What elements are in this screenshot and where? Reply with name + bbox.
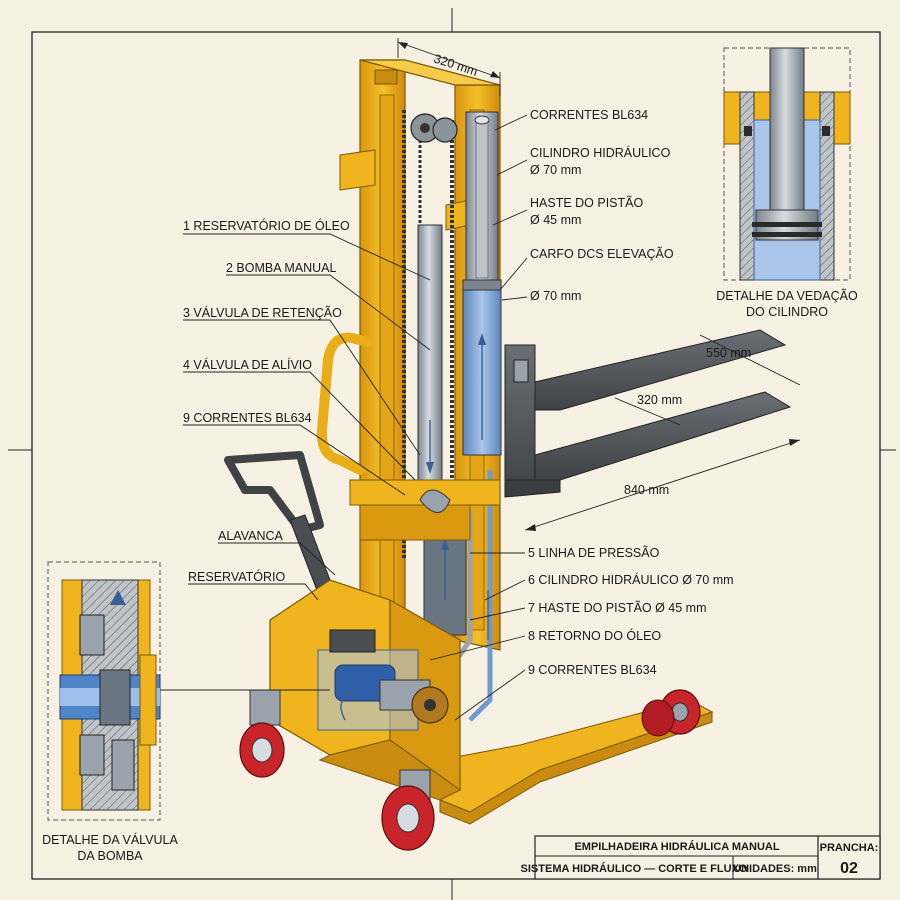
- label-cylinder-top: CILINDRO HIDRÁULICO: [530, 145, 671, 160]
- callouts-right-bottom: 5 LINHA DE PRESSÃO 6 CILINDRO HIDRÁULICO…: [528, 546, 734, 677]
- label-rod-top: HASTE DO PISTÃO: [530, 196, 643, 210]
- detail-seal: [723, 47, 851, 281]
- dim-base-length: 840 mm: [624, 483, 669, 497]
- title-block-sheet-label: PRANCHA:: [820, 842, 879, 854]
- leader-lines: [160, 114, 528, 721]
- label-item-9-right: 9 CORRENTES BL634: [528, 663, 657, 677]
- title-block-title: EMPILHADEIRA HIDRÁULICA MANUAL: [574, 840, 779, 853]
- valve-caption-line2: DA BOMBA: [77, 849, 143, 863]
- seal-caption-line2: DO CILINDRO: [746, 305, 828, 319]
- label-item-8: 8 RETORNO DO ÓLEO: [528, 628, 661, 643]
- label-reservoir: RESERVATÓRIO: [188, 569, 286, 584]
- rear-wheels: [239, 689, 435, 851]
- detail-valve: [47, 561, 161, 821]
- front-roller: [641, 689, 701, 737]
- label-diameter: Ø 70 mm: [530, 289, 581, 303]
- title-block-subtitle: SISTEMA HIDRÁULICO — CORTE E FLUXO: [521, 862, 748, 875]
- dimension-lines: [397, 38, 801, 531]
- stacker-machine: [224, 59, 792, 851]
- push-handle: [316, 332, 373, 475]
- forks: [504, 329, 792, 498]
- title-block-units: UNIDADES: mm: [733, 863, 817, 875]
- title-block: [534, 835, 881, 880]
- valve-caption-line1: DETALHE DA VÁLVULA: [42, 832, 178, 847]
- dim-fork-spacing: 320 mm: [637, 393, 682, 407]
- callouts-left: 1 RESERVATÓRIO DE ÓLEO 2 BOMBA MANUAL 3 …: [183, 218, 350, 584]
- fork-carriage: [504, 344, 536, 496]
- label-lever: ALAVANCA: [218, 529, 284, 543]
- label-cylinder-diameter-top: Ø 70 mm: [530, 163, 581, 177]
- main-cylinder: [462, 111, 502, 456]
- label-item-7: 7 HASTE DO PISTÃO Ø 45 mm: [528, 601, 707, 615]
- title-block-sheet-number: 02: [840, 860, 858, 877]
- label-item-6: 6 CILINDRO HIDRÁULICO Ø 70 mm: [528, 572, 734, 587]
- label-rod-diameter-top: Ø 45 mm: [530, 213, 581, 227]
- callouts-right-top: CORRENTES BL634 CILINDRO HIDRÁULICO Ø 70…: [530, 108, 674, 303]
- label-item-9-left: 9 CORRENTES BL634: [183, 411, 312, 425]
- label-item-2: 2 BOMBA MANUAL: [226, 261, 336, 275]
- label-carriage: CARFO DCS ELEVAÇÃO: [530, 247, 674, 261]
- seal-caption-line1: DETALHE DA VEDAÇÃO: [716, 289, 858, 303]
- label-item-5: 5 LINHA DE PRESSÃO: [528, 546, 660, 560]
- dim-fork-length: 550 mm: [706, 346, 751, 360]
- label-item-4: 4 VÁLVULA DE ALÍVIO: [183, 357, 312, 372]
- label-item-3: 3 VÁLVULA DE RETENÇÃO: [183, 305, 342, 320]
- label-chains-top: CORRENTES BL634: [530, 108, 648, 122]
- sheet-frame: [8, 8, 896, 900]
- label-item-1: 1 RESERVATÓRIO DE ÓLEO: [183, 218, 350, 233]
